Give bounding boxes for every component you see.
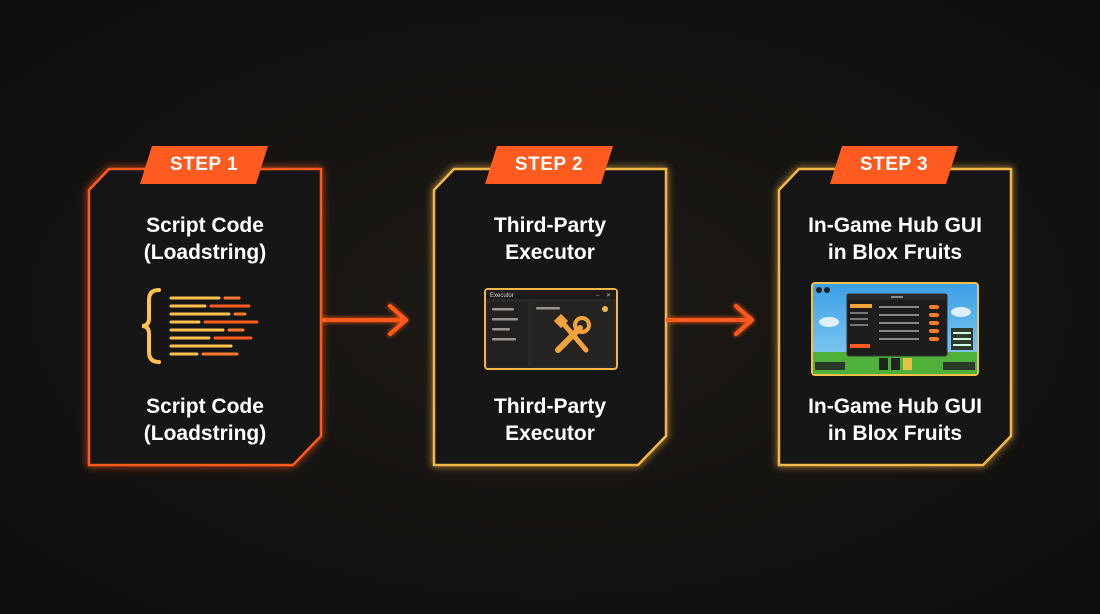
step-2-badge: STEP 2 [483,144,615,186]
executor-window-title: Executor [490,293,514,299]
step-1-title-line-2: (Loadstring) [143,241,267,264]
step-1-title: Script Code (Loadstring) [87,212,323,266]
executor-window-icon: Executor – ✕ [484,288,618,370]
step-3-caption: In-Game Hub GUI in Blox Fruits [777,393,1013,447]
arrow-right-icon [320,304,408,336]
step-1-caption-line-1: Script Code [146,395,264,418]
step-1-badge-label: STEP 1 [169,154,239,175]
step-1-card-frame [87,167,323,467]
step-2-caption: Third-Party Executor [432,393,668,447]
game-screenshot-icon [811,282,979,376]
step-3-badge-label: STEP 3 [859,154,929,175]
step-3-title-line-1: In-Game Hub GUI [808,214,982,237]
step-3-caption-line-1: In-Game Hub GUI [808,395,982,418]
step-3-title: In-Game Hub GUI in Blox Fruits [777,212,1013,266]
step-2-caption-line-1: Third-Party [493,395,606,418]
step-2-title-line-1: Third-Party [493,214,606,237]
step-2-badge-label: STEP 2 [514,154,584,175]
step-1-card: STEP 1 Script Code (Loadstring) Script C… [87,146,323,467]
svg-text:✕: ✕ [606,293,611,299]
step-1-badge: STEP 1 [138,144,270,186]
step-3-card: STEP 3 In-Game Hub GUI in Blox Fruits [777,146,1013,467]
step-2-title-line-2: Executor [505,241,595,264]
svg-text:–: – [596,293,600,299]
step-1-caption: Script Code (Loadstring) [87,393,323,447]
step-1-title-line-1: Script Code [146,214,264,237]
step-3-title-line-2: in Blox Fruits [827,241,963,264]
step-1-caption-line-2: (Loadstring) [143,422,267,445]
step-2-caption-line-2: Executor [505,422,595,445]
code-braces-icon [141,288,259,364]
step-2-card: STEP 2 Third-Party Executor Executor – ✕… [432,146,668,467]
wrench-screwdriver-icon [553,313,591,353]
step-3-badge: STEP 3 [828,144,960,186]
arrow-right-icon [666,304,754,336]
step-3-caption-line-2: in Blox Fruits [827,422,963,445]
step-2-title: Third-Party Executor [432,212,668,266]
